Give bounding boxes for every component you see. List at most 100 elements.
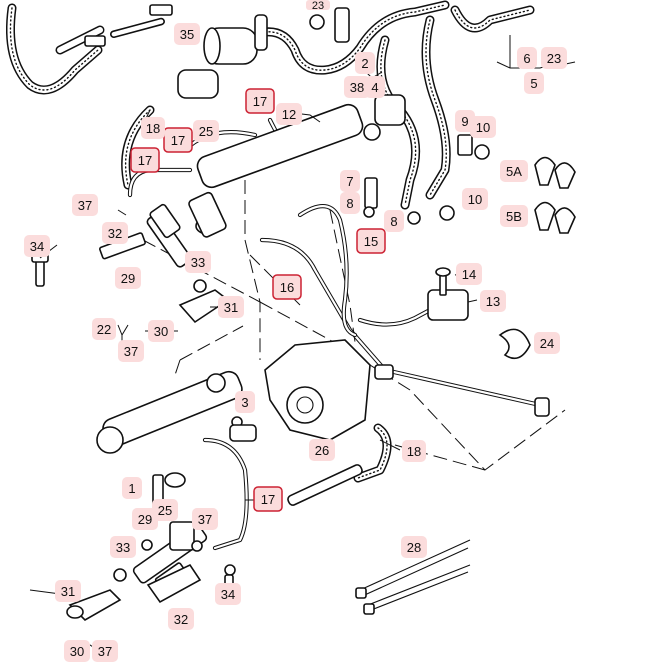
callout-24: 24 xyxy=(534,332,560,354)
svg-text:8: 8 xyxy=(390,214,397,229)
pressure-regulator xyxy=(374,94,406,126)
svg-text:34: 34 xyxy=(30,239,44,254)
svg-text:5: 5 xyxy=(530,76,537,91)
svg-text:34: 34 xyxy=(221,587,235,602)
callout-8: 8 xyxy=(340,192,360,214)
svg-text:5A: 5A xyxy=(506,164,522,179)
callout-10: 10 xyxy=(470,116,496,138)
svg-text:37: 37 xyxy=(124,344,138,359)
svg-text:9: 9 xyxy=(461,114,468,129)
components xyxy=(31,4,576,621)
svg-text:32: 32 xyxy=(108,226,122,241)
callout-29: 29 xyxy=(115,267,141,289)
callout-2: 2 xyxy=(355,52,375,74)
svg-text:30: 30 xyxy=(154,324,168,339)
svg-text:6: 6 xyxy=(523,51,530,66)
svg-text:38: 38 xyxy=(350,80,364,95)
svg-text:29: 29 xyxy=(121,271,135,286)
svg-text:5B: 5B xyxy=(506,209,522,224)
svg-text:33: 33 xyxy=(191,255,205,270)
callout-34: 34 xyxy=(215,583,241,605)
callout-23: 23 xyxy=(306,0,330,12)
svg-text:18: 18 xyxy=(146,121,160,136)
callout-32: 32 xyxy=(102,222,128,244)
callout-5: 5 xyxy=(524,72,544,94)
callout-17-boxed: 17 xyxy=(245,88,275,114)
svg-text:25: 25 xyxy=(199,124,213,139)
svg-text:12: 12 xyxy=(282,107,296,122)
callout-14: 14 xyxy=(456,263,482,285)
svg-text:8: 8 xyxy=(346,196,353,211)
callout-25: 25 xyxy=(152,499,178,521)
svg-text:23: 23 xyxy=(547,51,561,66)
callout-34: 34 xyxy=(24,235,50,257)
callout-37: 37 xyxy=(92,640,118,662)
callout-10: 10 xyxy=(462,188,488,210)
callout-31: 31 xyxy=(218,296,244,318)
svg-text:37: 37 xyxy=(78,198,92,213)
svg-text:33: 33 xyxy=(116,540,130,555)
svg-text:14: 14 xyxy=(462,267,476,282)
svg-text:2: 2 xyxy=(361,56,368,71)
callout-26: 26 xyxy=(309,439,335,461)
callout-15-boxed: 15 xyxy=(356,228,386,254)
svg-text:3: 3 xyxy=(241,395,248,410)
callout-35: 35 xyxy=(174,23,200,45)
svg-text:26: 26 xyxy=(315,443,329,458)
callout-31: 31 xyxy=(55,580,81,602)
callout-23: 23 xyxy=(541,47,567,69)
callout-25: 25 xyxy=(193,120,219,142)
sensor-13 xyxy=(427,289,469,321)
part-callouts: 1 2 3 4 5 5A 5B 6 7 8 8 9 10 10 12 13 14… xyxy=(24,0,567,662)
callout-3: 3 xyxy=(235,391,255,413)
svg-text:17: 17 xyxy=(253,94,267,109)
pressure-sensor-top xyxy=(334,7,350,43)
callout-17-boxed: 17 xyxy=(163,127,193,153)
high-pressure-pump xyxy=(264,339,371,441)
callout-37: 37 xyxy=(192,508,218,530)
svg-text:31: 31 xyxy=(224,300,238,315)
dashed-guide-lines xyxy=(142,180,566,471)
svg-text:31: 31 xyxy=(61,584,75,599)
callout-8: 8 xyxy=(384,210,404,232)
callout-22: 22 xyxy=(92,318,116,340)
svg-text:15: 15 xyxy=(364,234,378,249)
svg-text:37: 37 xyxy=(98,644,112,659)
svg-text:23: 23 xyxy=(312,0,324,12)
svg-text:7: 7 xyxy=(346,174,353,189)
svg-text:4: 4 xyxy=(371,80,378,95)
fuel-rail-upper xyxy=(196,103,364,189)
svg-text:29: 29 xyxy=(138,512,152,527)
callout-18: 18 xyxy=(402,440,426,462)
callout-28: 28 xyxy=(401,536,427,558)
callout-30: 30 xyxy=(64,640,90,662)
callout-5a: 5A xyxy=(500,160,528,182)
callout-12: 12 xyxy=(276,103,302,125)
svg-text:37: 37 xyxy=(198,512,212,527)
svg-text:30: 30 xyxy=(70,644,84,659)
callout-6: 6 xyxy=(517,47,537,69)
svg-text:17: 17 xyxy=(138,153,152,168)
svg-text:16: 16 xyxy=(280,280,294,295)
svg-text:10: 10 xyxy=(476,120,490,135)
svg-text:28: 28 xyxy=(407,540,421,555)
callout-30: 30 xyxy=(148,320,174,342)
svg-text:17: 17 xyxy=(171,133,185,148)
callout-17-boxed: 17 xyxy=(253,486,283,512)
fuel-return-hoses xyxy=(5,0,535,483)
svg-text:10: 10 xyxy=(468,192,482,207)
svg-text:13: 13 xyxy=(486,294,500,309)
svg-text:22: 22 xyxy=(97,322,111,337)
svg-text:35: 35 xyxy=(180,27,194,42)
callout-37: 37 xyxy=(118,340,144,362)
callout-33: 33 xyxy=(110,536,136,558)
callout-29: 29 xyxy=(132,508,158,530)
callout-17-boxed: 17 xyxy=(130,147,160,173)
callout-13: 13 xyxy=(480,290,506,312)
svg-text:25: 25 xyxy=(158,503,172,518)
svg-text:32: 32 xyxy=(174,612,188,627)
svg-text:1: 1 xyxy=(128,481,135,496)
callout-32: 32 xyxy=(168,608,194,630)
callout-5b: 5B xyxy=(500,205,528,227)
